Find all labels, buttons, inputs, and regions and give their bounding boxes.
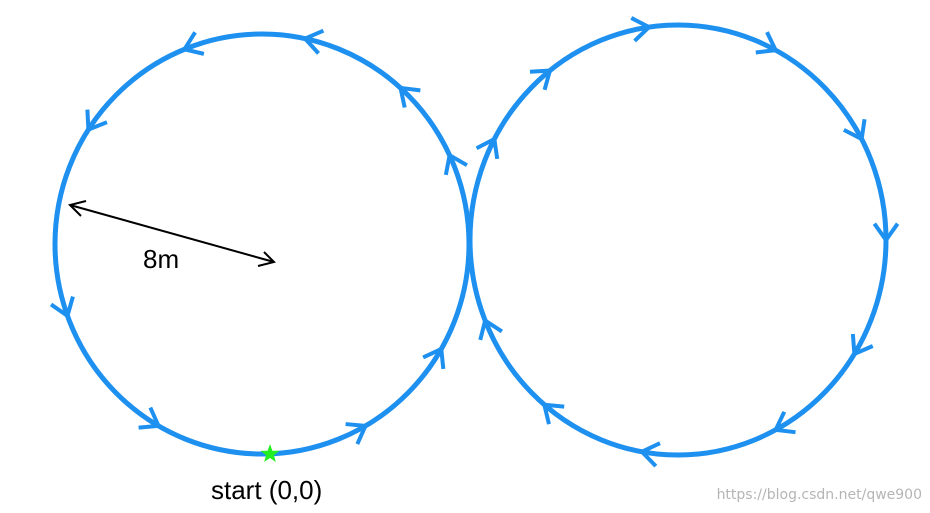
chevron-arrow-icon <box>301 28 325 55</box>
start-label: start (0,0) <box>211 475 322 505</box>
right-loop-direction-arrows <box>475 16 900 468</box>
chevron-arrow-icon <box>850 333 874 357</box>
radius-arrowhead-right <box>257 251 276 267</box>
radius-label: 8m <box>143 244 179 274</box>
chevron-arrow-icon <box>638 441 661 468</box>
chevron-arrow-icon <box>422 346 446 370</box>
left-loop-direction-arrows <box>49 28 468 445</box>
chevron-arrow-icon <box>475 136 500 160</box>
chevron-arrow-icon <box>478 317 503 341</box>
chevron-arrow-icon <box>630 16 653 43</box>
chevron-arrow-icon <box>755 31 779 55</box>
chevron-arrow-icon <box>772 410 796 435</box>
radius-line <box>69 204 275 263</box>
radius-arrow <box>68 200 276 267</box>
chevron-arrow-icon <box>49 296 75 320</box>
chevron-arrow-icon <box>541 402 565 425</box>
chevron-arrow-icon <box>397 85 421 108</box>
left-loop-path <box>52 31 472 457</box>
chevron-arrow-icon <box>181 31 205 56</box>
watermark-text: https://blog.csdn.net/qwe900 <box>717 487 922 503</box>
star-icon <box>260 444 280 462</box>
chevron-arrow-icon <box>345 422 369 445</box>
chevron-arrow-icon <box>872 222 900 244</box>
chevron-arrow-icon <box>85 109 108 133</box>
chevron-arrow-icon <box>529 68 553 91</box>
chevron-arrow-icon <box>138 406 162 430</box>
chevron-arrow-icon <box>842 118 867 143</box>
right-loop-path <box>467 22 889 458</box>
chevron-arrow-icon <box>443 152 468 176</box>
radius-arrowhead-left <box>68 200 87 217</box>
